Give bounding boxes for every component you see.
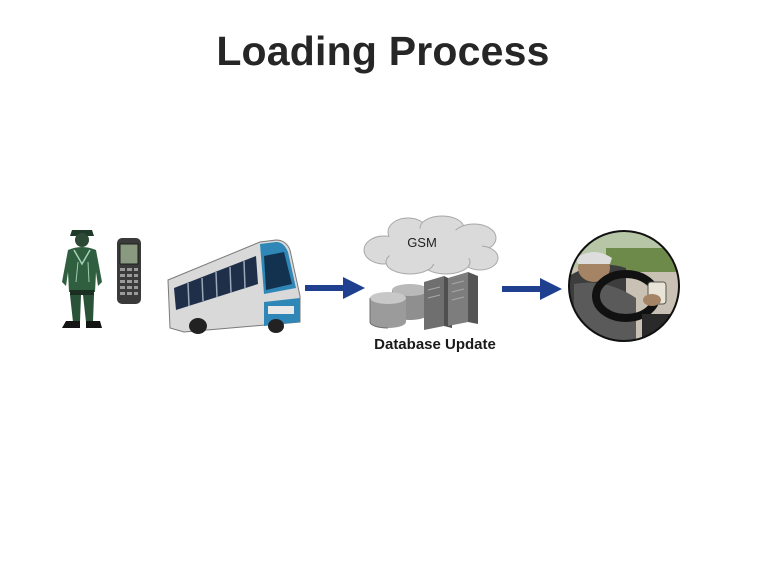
arrow-right-icon <box>502 278 562 300</box>
database-label: Database Update <box>374 336 496 353</box>
server-icon <box>424 272 478 330</box>
cloud-icon <box>363 215 499 275</box>
worker-icon <box>62 230 102 328</box>
page-title: Loading Process <box>216 28 550 74</box>
arrow-right-icon <box>305 277 365 299</box>
bus-icon <box>167 239 301 334</box>
handheld-scanner-icon <box>117 238 141 304</box>
cloud-label: GSM <box>407 235 437 250</box>
database-icon <box>369 284 428 329</box>
driver-photo-icon <box>568 230 680 342</box>
